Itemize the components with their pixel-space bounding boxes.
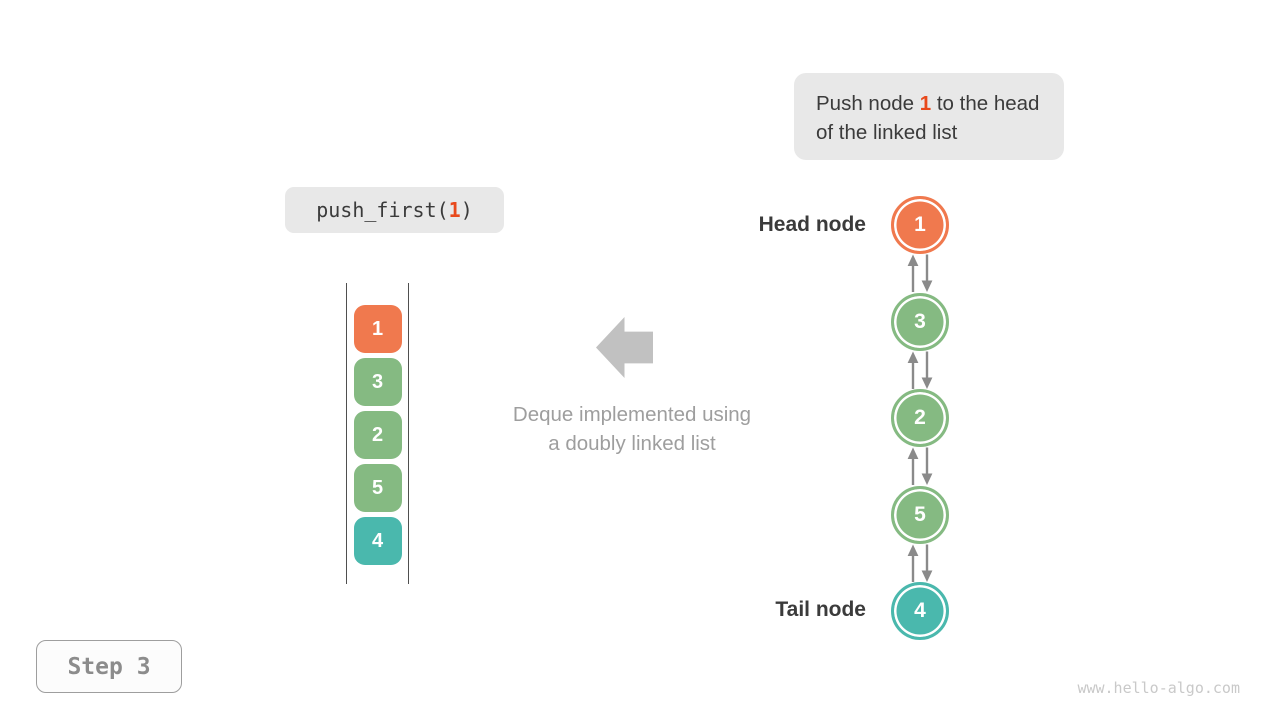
stack-item: 5 [353,464,402,512]
callout-text-suffix: to the head of the linked list [816,92,1040,144]
code-prefix: push_first( [316,198,449,222]
linked-list-node: 1 [891,196,949,254]
callout-highlight-value: 1 [919,92,932,115]
caption: Deque implemented using a doubly linked … [482,400,782,458]
callout-text-prefix: Push node [816,92,920,115]
operation-code-box: push_first(1) [285,187,504,233]
linked-list-column: 1 3 2 5 4 [891,196,949,640]
linked-list-node: 3 [891,292,949,351]
double-arrow-icon [902,447,938,486]
stack-item: 3 [353,358,402,406]
double-arrow-icon [902,351,938,390]
double-arrow-icon [902,254,938,293]
callout-box: Push node 1 to the head of the linked li… [794,73,1064,160]
code-arg: 1 [448,198,461,222]
caption-line2: a doubly linked list [548,432,716,455]
stack-item: 2 [353,411,402,459]
left-arrow-icon [596,317,653,378]
linked-list-node: 5 [891,485,949,544]
deque-stack-rail: 1 3 2 5 4 [346,283,409,584]
stack-item: 1 [353,305,402,353]
step-badge: Step 3 [36,640,182,693]
linked-list-node: 4 [891,582,949,640]
code-suffix: ) [460,198,473,222]
watermark: www.hello-algo.com [1077,679,1240,697]
caption-line1: Deque implemented using [512,403,752,426]
head-node-label: Head node [758,213,866,236]
tail-node-label: Tail node [775,598,866,621]
stack-item: 4 [353,517,402,565]
double-arrow-icon [902,544,938,583]
linked-list-node: 2 [891,389,949,447]
deque-stack-items: 1 3 2 5 4 [353,305,402,570]
